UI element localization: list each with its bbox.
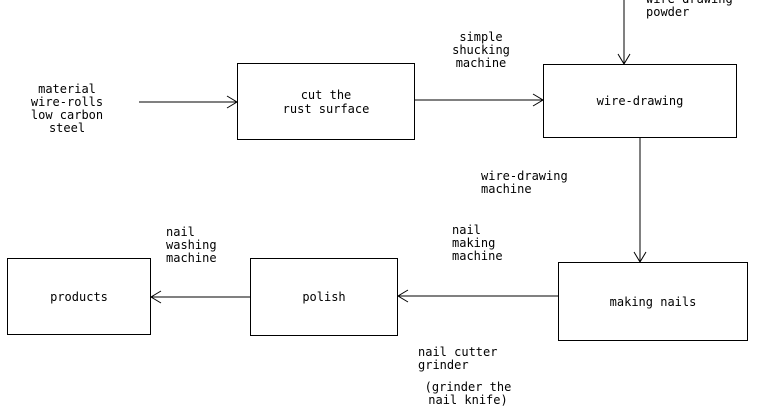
arrow-making-nails-to-polish <box>397 289 558 303</box>
machine-note-grinder-nail-knife: (grinder the nail knife) <box>424 380 512 407</box>
step-box-cut-rust-surface: cut the rust surface <box>237 63 415 140</box>
machine-label-nail-washing: nail washing machine <box>166 225 217 265</box>
input-material-label: material wire-rolls low carbon steel <box>30 82 104 135</box>
step-box-making-nails: making nails <box>558 262 748 341</box>
step-label-polish: polish <box>302 290 346 304</box>
step-label-wire-drawing: wire-drawing <box>596 94 684 108</box>
machine-label-simple-shucking: simple shucking machine <box>452 30 510 70</box>
arrow-wire-drawing-to-making-nails <box>633 138 647 263</box>
step-box-products: products <box>7 258 151 335</box>
arrow-cut-to-wire-drawing <box>414 93 544 107</box>
arrow-material-to-cut <box>139 95 238 109</box>
machine-label-nail-cutter-grinder: nail cutter grinder <box>418 345 498 372</box>
input-powder-label: wire-drawing powder <box>646 0 733 19</box>
machine-label-nail-making: nail making machine <box>452 223 503 263</box>
step-label-making-nails: making nails <box>609 294 697 309</box>
arrow-polish-to-products <box>150 290 250 304</box>
machine-label-wire-drawing: wire-drawing machine <box>481 169 568 196</box>
step-label-products: products <box>50 289 108 304</box>
step-box-polish: polish <box>250 258 398 336</box>
arrow-powder-to-wire-drawing <box>617 0 631 65</box>
step-box-wire-drawing: wire-drawing <box>543 64 737 138</box>
step-label-cut-rust-surface: cut the rust surface <box>282 87 370 116</box>
